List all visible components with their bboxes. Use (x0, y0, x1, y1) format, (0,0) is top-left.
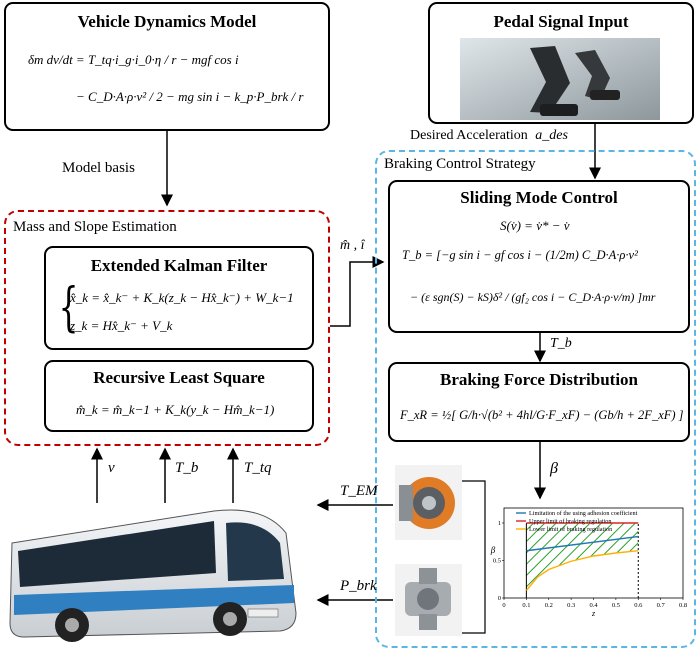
desired-accel-label: Desired Acceleration a_des (410, 128, 568, 144)
vehicle-dynamics-box: Vehicle Dynamics Model δm dv/dt = T_tq·i… (4, 2, 330, 131)
estimate-output-label: m̂ , î (340, 238, 365, 253)
bus-illustration (9, 509, 297, 642)
model-basis-label: Model basis (62, 160, 135, 176)
chart-xtick-label: 0.6 (634, 602, 643, 609)
ekf-box: Extended Kalman Filter { x̂_k = x̂_k⁻ + … (44, 246, 314, 350)
rls-eq: m̂_k = m̂_k−1 + K_k(y_k − Hm̂_k−1) (76, 402, 275, 417)
chart-xlabel: z (591, 609, 596, 618)
pbrk-label: P_brk (340, 578, 377, 594)
chart-legend-label-3: Lower limit of braking regulation (529, 526, 612, 533)
chart-xtick-label: 0.1 (522, 602, 530, 609)
braking-region (375, 150, 696, 648)
actuator-bracket (462, 480, 486, 634)
chart-legend-label-2: Upper limit of braking regulation (529, 518, 611, 525)
desired-accel-symbol: a_des (535, 128, 568, 143)
chart-ytick-label: 1 (498, 520, 501, 527)
ttq-signal-label: T_tq (244, 460, 272, 476)
braking-region-title: Braking Control Strategy (384, 156, 536, 172)
motor-photo (395, 465, 462, 540)
chart-ticks-group: 0 0.1 0.2 0.3 0.4 0.5 0.6 0.7 0.8 0 0.5 1 z β (490, 520, 687, 618)
bfd-title: Braking Force Distribution (439, 370, 639, 389)
pedal-photo (460, 38, 660, 120)
chart-ylabel: β (490, 545, 496, 555)
braking-chart: 0 0.1 0.2 0.3 0.4 0.5 0.6 0.7 0.8 0 0.5 1 z β Limitat… (490, 507, 687, 618)
smc-eq1: S(v̇) = v̇* − v̇ (500, 218, 570, 233)
smc-eq2: T_b = [−g sin i − gf cos i − (1/2m) C_D·… (402, 248, 638, 262)
ekf-title: Extended Kalman Filter (90, 256, 268, 275)
smc-box: Sliding Mode Control S(v̇) = v̇* − v̇ T_… (388, 180, 690, 333)
mass-slope-title: Mass and Slope Estimation (13, 219, 177, 235)
chart-xtick-label: 0.7 (657, 602, 666, 609)
tem-label: T_EM (340, 483, 378, 499)
vehicle-eq-line1: δm dv/dt = T_tq·i_g·i_0·η / r − mgf cos … (28, 52, 239, 67)
brake-valve-photo (395, 564, 462, 636)
chart-xtick-label: 0.8 (679, 602, 687, 609)
ekf-eq1: x̂_k = x̂_k⁻ + K_k(z_k − Hx̂_k⁻) + W_k−1 (70, 290, 294, 305)
chart-series-line-3 (525, 550, 639, 591)
pedal-title: Pedal Signal Input (493, 12, 629, 31)
tb-label: T_b (550, 336, 572, 351)
bfd-eq: F_xR = ½[ G/h·√(b² + 4hl/G·F_xF) − (Gb/h… (400, 408, 684, 422)
pedal-box: Pedal Signal Input (428, 2, 694, 124)
chart-xtick-label: 0.2 (545, 602, 553, 609)
chart-ytick-label: 0.5 (493, 558, 501, 565)
smc-title: Sliding Mode Control (460, 188, 618, 207)
chart-series-group (525, 522, 639, 591)
ekf-eq2: z_k = Hx̂_k⁻ + V_k (70, 318, 173, 333)
bfd-box: Braking Force Distribution F_xR = ½[ G/h… (388, 362, 690, 442)
chart-legend: Limitation of the using adhesion coeffic… (516, 510, 638, 533)
mass-slope-region (4, 210, 330, 446)
tb-signal-label: T_b (175, 460, 199, 476)
estimate-arrow (330, 256, 385, 327)
smc-eq3: − (ε sgn(S) − kS)δ² / (gf₂ cos i − C_D·A… (410, 290, 656, 304)
chart-xtick-label: 0.3 (567, 602, 575, 609)
v-signal-label: v (108, 460, 115, 476)
beta-label: β (550, 460, 558, 477)
chart-legend-label-1: Limitation of the using adhesion coeffic… (529, 510, 638, 517)
chart-xtick-label: 0.4 (589, 602, 598, 609)
ekf-brace: { (58, 278, 79, 338)
vehicle-dynamics-title: Vehicle Dynamics Model (77, 12, 257, 31)
chart-xtick-label: 0.5 (612, 602, 620, 609)
desired-accel-text: Desired Acceleration (410, 128, 528, 143)
rls-box: Recursive Least Square m̂_k = m̂_k−1 + K… (44, 360, 314, 432)
chart-ytick-label: 0 (498, 595, 501, 602)
rls-title: Recursive Least Square (93, 368, 265, 387)
chart-xtick-label: 0 (502, 602, 505, 609)
vehicle-eq-line2: − C_D·A·ρ·v² / 2 − mg sin i − k_p·P_brk … (76, 89, 304, 104)
chart-series-line-1 (526, 535, 639, 552)
